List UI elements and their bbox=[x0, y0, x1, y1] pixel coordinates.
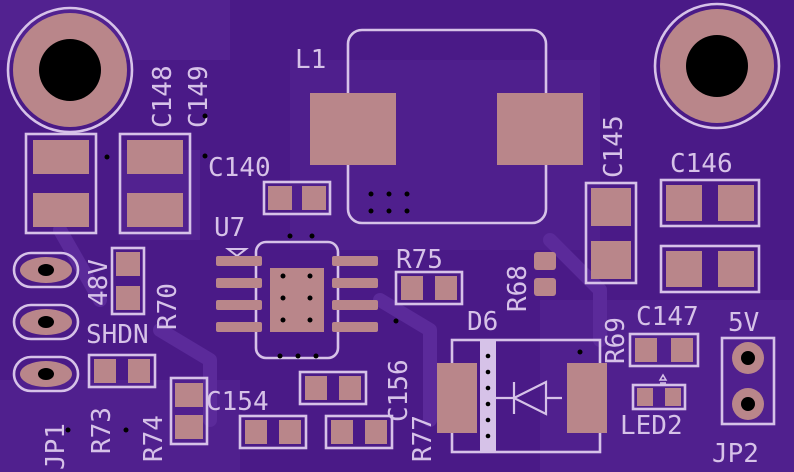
mounting-hole-left bbox=[6, 6, 134, 134]
component-l1 bbox=[310, 28, 583, 225]
label-shdn: SHDN bbox=[86, 320, 149, 350]
component-r68 bbox=[534, 252, 556, 296]
label-led2: LED2 bbox=[620, 411, 683, 441]
label-jp2: JP2 bbox=[712, 439, 759, 469]
component-r74 bbox=[169, 376, 209, 446]
label-r74: R74 bbox=[139, 415, 169, 462]
label-c140: C140 bbox=[208, 153, 271, 183]
label-c149: C149 bbox=[184, 65, 214, 128]
label-48v: 48V bbox=[84, 259, 114, 306]
component-r73 bbox=[87, 353, 157, 389]
label-r75: R75 bbox=[396, 245, 443, 275]
label-r77: R77 bbox=[408, 415, 438, 462]
component-led2 bbox=[631, 373, 687, 411]
component-c156 bbox=[298, 370, 368, 406]
component-c145 bbox=[584, 181, 638, 285]
label-c146: C146 bbox=[670, 149, 733, 179]
label-r70: R70 bbox=[153, 283, 183, 330]
component-r70 bbox=[110, 246, 146, 316]
component-c147 bbox=[628, 332, 700, 368]
connector-jp1 bbox=[12, 251, 80, 393]
label-r69: R69 bbox=[601, 317, 631, 364]
component-c148 bbox=[24, 132, 98, 235]
component-c140 bbox=[262, 180, 332, 216]
label-c156: C156 bbox=[384, 359, 414, 422]
mounting-hole-right bbox=[653, 2, 781, 130]
label-r68: R68 bbox=[503, 265, 533, 312]
label-u7: U7 bbox=[214, 213, 245, 243]
component-u7 bbox=[216, 233, 399, 360]
component-r77 bbox=[324, 414, 394, 450]
label-c147: C147 bbox=[636, 302, 699, 332]
label-c145: C145 bbox=[599, 115, 629, 178]
label-5v: 5V bbox=[728, 308, 759, 338]
label-d6: D6 bbox=[467, 307, 498, 337]
component-r75 bbox=[394, 270, 464, 306]
label-c148: C148 bbox=[148, 65, 178, 128]
component-d6 bbox=[437, 338, 607, 454]
label-c154: C154 bbox=[206, 387, 269, 417]
connector-jp2 bbox=[720, 336, 776, 426]
label-l1: L1 bbox=[295, 45, 326, 75]
label-r73: R73 bbox=[87, 407, 117, 454]
component-c146 bbox=[659, 178, 761, 294]
component-c154 bbox=[238, 414, 308, 450]
component-c149 bbox=[118, 132, 192, 235]
